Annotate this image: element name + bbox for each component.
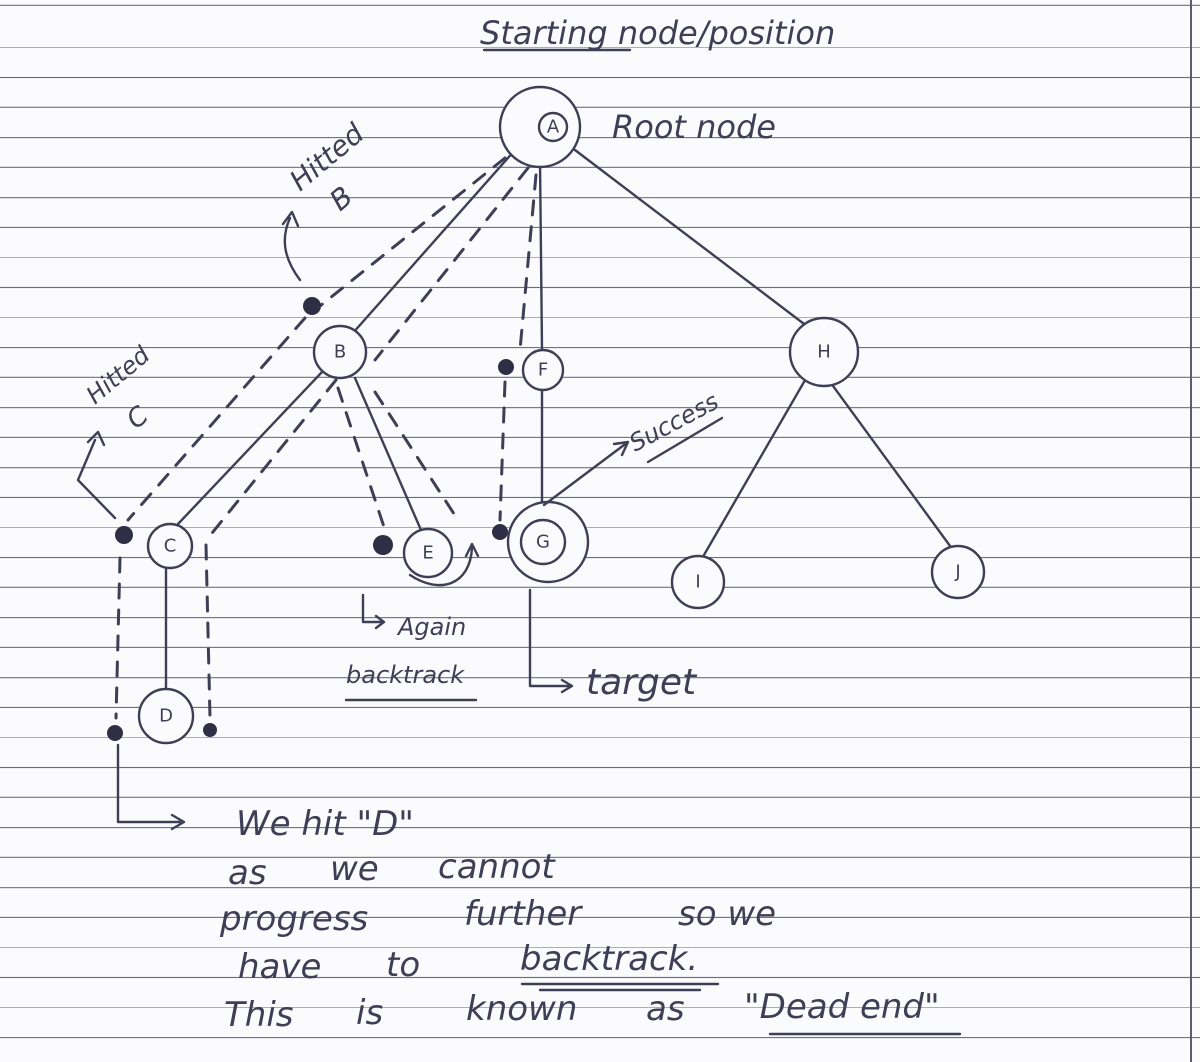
node-a: A [498,85,582,169]
edge-b-c [176,370,324,526]
visit-dot-d [107,725,123,741]
visit-dot-c [115,526,133,544]
node-g: G [506,500,590,584]
note-line2-a: as [228,853,267,893]
svg-text:B: B [334,342,346,363]
visit-dot-e [373,535,393,555]
note-line3-a: progress [219,899,368,939]
node-c: C [146,522,194,570]
dfs-path-a-to-f [518,173,538,352]
success-arrow [542,440,630,507]
hitted-c-arrow [76,430,117,520]
hitted-b-arrow [281,210,302,282]
svg-text:I: I [695,572,700,593]
edge-h-j [823,373,955,552]
note-line5-c: known [466,989,577,1029]
note-line5-d: as [646,989,685,1029]
node-e: E [402,527,454,579]
dfs-path-a-to-b [313,156,507,312]
node-b: B [312,324,368,380]
dfs-path-c-to-d [114,556,122,720]
note-line2-c: cannot [438,847,556,887]
node-f: F [521,348,565,392]
visit-dot-g [492,524,508,540]
again-backtrack-label: backtrack [346,661,465,689]
dead-end-pointer-arrow [116,743,186,831]
target-label: target [586,662,698,703]
dfs-path-c-to-b [206,378,338,540]
dfs-path-b-to-a [373,166,530,362]
svg-text:H: H [817,342,831,363]
dfs-path-e-to-b [373,390,460,522]
note-line5-a: This [224,995,293,1035]
success-underline [646,416,724,464]
edge-b-e [353,376,426,539]
again-pointer-arrow [361,593,386,630]
target-pointer-arrow [528,588,574,694]
svg-text:F: F [538,360,548,381]
svg-text:G: G [536,532,550,553]
backtrack-loop-arrow [408,542,480,587]
edge-a-f [538,158,544,352]
note-line3-b: further [464,894,583,934]
svg-text:D: D [159,706,173,727]
return-dot-d [203,723,217,737]
dfs-path-b-to-e [336,386,387,532]
node-i: I [670,554,726,610]
node-h: H [788,316,860,388]
dfs-path-d-to-c [204,543,212,720]
note-backtrack-underline [520,982,720,992]
node-j: J [930,544,986,600]
note-line4-a: have [238,947,321,987]
svg-text:E: E [422,543,433,564]
note-line1: We hit "D" [236,804,414,844]
diagram-title: Starting node/position [480,14,835,52]
visit-dot-b [303,297,321,315]
note-line3-c: so we [678,894,776,934]
note-line4-b: to [386,945,420,985]
edge-h-i [702,373,810,557]
hitted-c-line2: C [121,400,155,435]
hitted-c-line1: Hitted [81,340,156,409]
hitted-b-line2: B [323,180,359,218]
node-d: D [137,687,195,745]
note-line2-b: we [330,849,379,889]
dfs-path-b-to-c [126,316,307,522]
note-line5-e: "Dead end" [744,987,940,1027]
edge-a-h [573,148,814,332]
note-line4-c: backtrack. [520,939,698,979]
again-label: Again [396,613,466,641]
edge-a-b [350,148,517,336]
svg-text:C: C [164,536,177,557]
svg-text:J: J [954,562,960,583]
root-node-label: Root node [612,108,776,146]
hitted-b-line1: Hitted [283,117,370,198]
visit-dot-f [498,359,514,375]
note-line5-b: is [356,993,383,1033]
dfs-path-f-to-g [498,380,507,522]
svg-text:A: A [547,117,560,138]
